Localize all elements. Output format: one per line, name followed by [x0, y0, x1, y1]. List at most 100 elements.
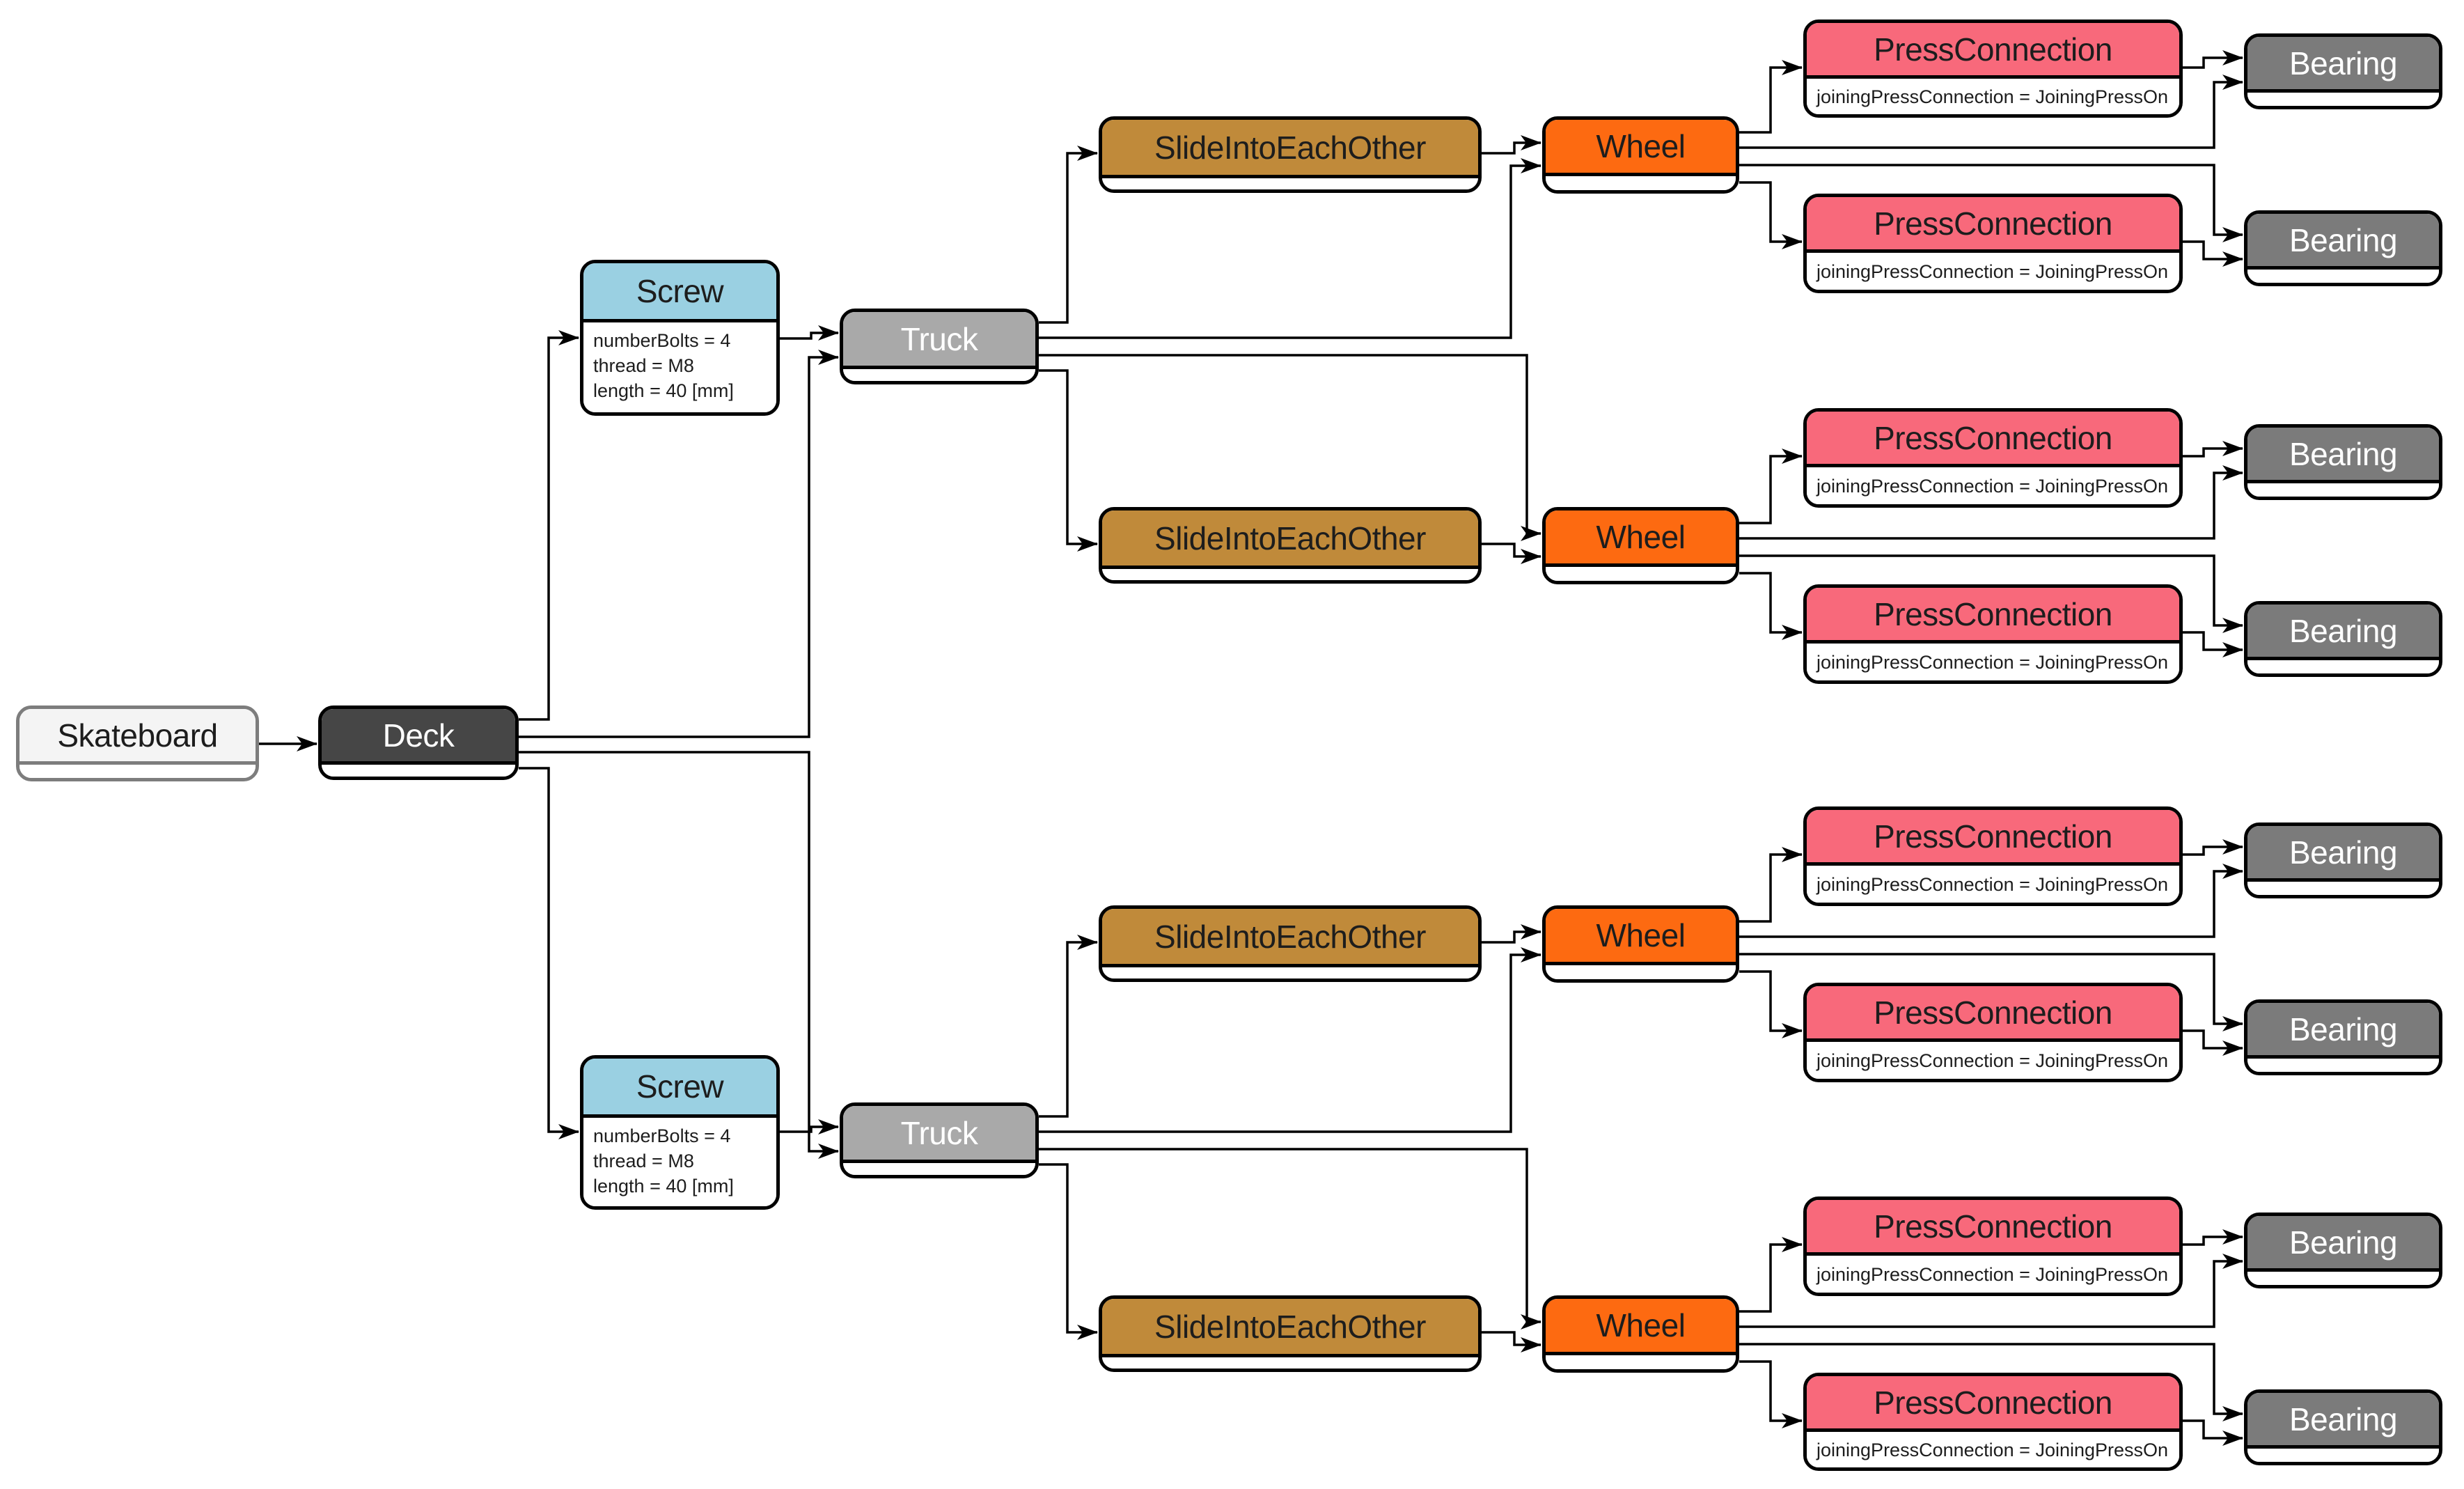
node-empty-compartment [2247, 270, 2439, 283]
edge-deck-truck2 [519, 751, 839, 1159]
node-header: SlideIntoEachOther [1102, 510, 1478, 569]
node-header: SlideIntoEachOther [1102, 120, 1478, 178]
edge-truck2-sieo3 [1039, 935, 1098, 1118]
node-b6[interactable]: Bearing [2244, 999, 2442, 1075]
node-empty-compartment [2247, 1059, 2439, 1072]
node-title: Truck [900, 1114, 978, 1151]
node-empty-compartment [843, 1163, 1035, 1175]
node-header: PressConnection [1807, 1200, 2179, 1256]
edge-truck2-wheel3 [1039, 947, 1541, 1133]
edge-screw2-truck2 [780, 1119, 839, 1135]
node-b2[interactable]: Bearing [2244, 210, 2442, 286]
node-title: Deck [382, 717, 455, 754]
node-truck2[interactable]: Truck [840, 1102, 1039, 1178]
edge-pc4-b4 [2183, 631, 2243, 657]
node-title: Wheel [1596, 519, 1686, 555]
node-title: Bearing [2289, 1401, 2398, 1437]
edge-wheel3-pc6 [1739, 970, 1803, 1038]
node-empty-compartment [2247, 882, 2439, 895]
node-header: Bearing [2247, 1393, 2439, 1449]
edge-wheel1-b1 [1739, 75, 2243, 149]
node-title: PressConnection [1874, 595, 2112, 632]
edge-truck1-sieo2 [1039, 369, 1098, 552]
node-wheel4[interactable]: Wheel [1542, 1295, 1739, 1373]
edge-truck1-wheel1 [1039, 158, 1541, 339]
node-header: SlideIntoEachOther [1102, 909, 1478, 967]
node-empty-compartment [1546, 567, 1736, 581]
node-attribute: numberBolts = 4 [593, 330, 731, 351]
node-sieo4[interactable]: SlideIntoEachOther [1099, 1295, 1482, 1372]
node-empty-compartment [1102, 1357, 1478, 1369]
node-title: Skateboard [57, 717, 218, 754]
node-title: Bearing [2289, 834, 2398, 871]
edge-pc7-b7 [2183, 1229, 2243, 1246]
node-b4[interactable]: Bearing [2244, 601, 2442, 677]
node-attribute: joiningPressConnection = JoiningPressOn [1816, 873, 2169, 895]
node-sieo3[interactable]: SlideIntoEachOther [1099, 905, 1482, 982]
node-header: Screw [583, 1059, 776, 1118]
node-empty-compartment [2247, 93, 2439, 106]
node-title: SlideIntoEachOther [1154, 1308, 1426, 1345]
node-attributes: joiningPressConnection = JoiningPressOn [1807, 1256, 2179, 1293]
node-attribute: joiningPressConnection = JoiningPressOn [1816, 1263, 2169, 1285]
node-deck[interactable]: Deck [318, 705, 519, 780]
node-title: PressConnection [1874, 205, 2112, 242]
node-attributes: joiningPressConnection = JoiningPressOn [1807, 644, 2179, 680]
node-title: Bearing [2289, 221, 2398, 258]
edge-wheel3-b6 [1739, 953, 2243, 1031]
node-header: Wheel [1546, 1299, 1736, 1355]
edge-pc2-b2 [2183, 240, 2243, 267]
node-empty-compartment [19, 765, 256, 778]
node-empty-compartment [1546, 1355, 1736, 1369]
edge-truck2-wheel4 [1039, 1148, 1541, 1330]
node-empty-compartment [2247, 483, 2439, 497]
node-empty-compartment [1546, 176, 1736, 190]
node-skateboard[interactable]: Skateboard [16, 705, 259, 781]
node-header: PressConnection [1807, 23, 2179, 79]
edge-deck-screw1 [519, 330, 579, 721]
edge-screw1-truck1 [780, 325, 839, 341]
edge-wheel1-pc2 [1739, 181, 1803, 249]
node-attribute: joiningPressConnection = JoiningPressOn [1816, 651, 2169, 673]
node-header: Truck [843, 312, 1035, 369]
node-title: Screw [636, 1068, 724, 1105]
edge-pc3-b3 [2183, 441, 2243, 458]
node-b1[interactable]: Bearing [2244, 33, 2442, 109]
node-sieo2[interactable]: SlideIntoEachOther [1099, 507, 1482, 584]
edge-wheel4-b8 [1739, 1343, 2243, 1421]
node-empty-compartment [322, 765, 515, 777]
node-b3[interactable]: Bearing [2244, 424, 2442, 500]
node-empty-compartment [1102, 967, 1478, 979]
edge-wheel1-b2 [1739, 164, 2243, 242]
node-attribute: joiningPressConnection = JoiningPressOn [1816, 86, 2169, 107]
node-wheel3[interactable]: Wheel [1542, 905, 1739, 983]
node-header: Bearing [2247, 37, 2439, 93]
node-b8[interactable]: Bearing [2244, 1389, 2442, 1465]
node-title: Wheel [1596, 1307, 1686, 1343]
edge-wheel4-pc8 [1739, 1360, 1803, 1428]
node-wheel1[interactable]: Wheel [1542, 116, 1739, 194]
node-title: PressConnection [1874, 1384, 2112, 1421]
node-title: SlideIntoEachOther [1154, 129, 1426, 166]
edge-pc6-b6 [2183, 1029, 2243, 1056]
node-header: PressConnection [1807, 412, 2179, 467]
node-b5[interactable]: Bearing [2244, 823, 2442, 898]
node-pc4[interactable]: PressConnection joiningPressConnection = … [1803, 584, 2183, 684]
node-title: PressConnection [1874, 31, 2112, 68]
edge-truck1-wheel2 [1039, 354, 1541, 541]
node-sieo1[interactable]: SlideIntoEachOther [1099, 116, 1482, 193]
node-pc1[interactable]: PressConnection joiningPressConnection = … [1803, 20, 2183, 118]
node-truck1[interactable]: Truck [840, 309, 1039, 384]
node-pc7[interactable]: PressConnection joiningPressConnection = … [1803, 1196, 2183, 1296]
node-wheel2[interactable]: Wheel [1542, 507, 1739, 584]
node-b7[interactable]: Bearing [2244, 1213, 2442, 1288]
